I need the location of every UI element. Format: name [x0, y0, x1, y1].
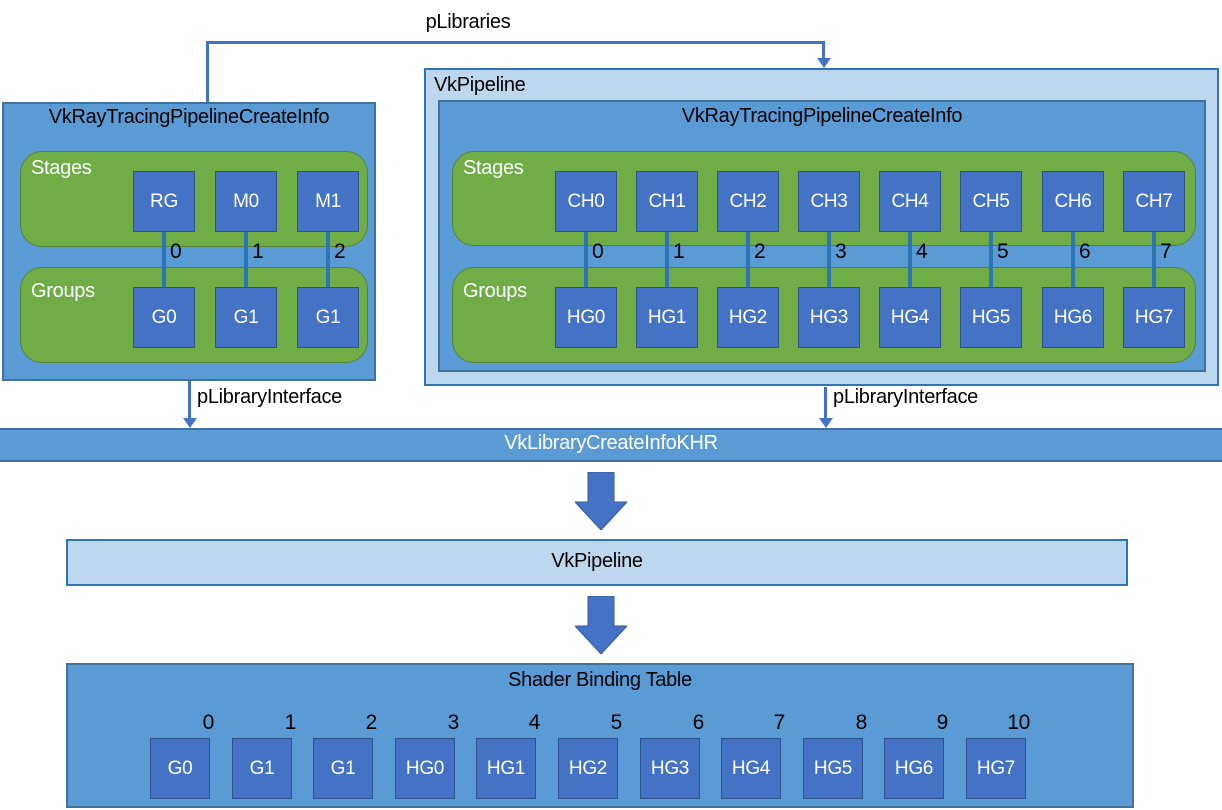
pipeline-stage-group-connector: [827, 229, 831, 290]
pipeline-inner-title: VkRayTracingPipelineCreateInfo: [681, 105, 963, 127]
plibrary-interface-left-label: pLibraryInterface: [197, 386, 342, 408]
down-block-arrow-2-icon: [575, 596, 627, 654]
pipeline-index-label: 7: [1160, 240, 1172, 263]
sbt-index-label: 6: [692, 711, 705, 734]
pipeline-stage-square: CH3: [798, 171, 860, 232]
sbt-entry-square: HG0: [395, 738, 455, 799]
sbt-entry-square: HG5: [803, 738, 863, 799]
pipeline-index-label: 6: [1079, 240, 1091, 263]
library-group-square: G1: [297, 287, 359, 348]
pipeline-stage-group-connector: [1152, 229, 1156, 290]
library-bar: [0, 428, 1222, 462]
library-stage-group-connector: [244, 229, 248, 290]
sbt-index-label: 1: [284, 711, 297, 734]
sbt-entry-square: HG7: [966, 738, 1026, 799]
sbt-index-label: 10: [1007, 711, 1030, 734]
pipeline-stage-square: CH6: [1042, 171, 1104, 232]
pipeline-stage-group-connector: [665, 229, 669, 290]
sbt-entry-square: G1: [232, 738, 292, 799]
sbt-entry-square: G1: [313, 738, 373, 799]
library-stage-group-connector: [162, 229, 166, 290]
pipeline-stage-square: CH4: [879, 171, 941, 232]
sbt-entry-square: HG1: [476, 738, 536, 799]
pipeline-groups-label: Groups: [463, 280, 527, 302]
sbt-index-label: 7: [773, 711, 786, 734]
library-groups-label: Groups: [31, 280, 95, 302]
pipeline-stage-square: CH7: [1123, 171, 1185, 232]
pipeline-index-label: 1: [673, 240, 685, 263]
library-stage-square: RG: [133, 171, 195, 232]
pipeline-index-label: 0: [592, 240, 604, 263]
pipeline-group-square: HG4: [879, 287, 941, 348]
down-block-arrow-1-icon: [575, 472, 627, 530]
pipeline-stage-square: CH1: [636, 171, 698, 232]
pipeline-stages-label: Stages: [463, 157, 524, 179]
library-group-square: G0: [133, 287, 195, 348]
pipeline-group-square: HG0: [555, 287, 617, 348]
pipeline-stage-group-connector: [746, 229, 750, 290]
plibraries-connector-right-vertical: [822, 41, 825, 60]
plibrary-interface-right-label: pLibraryInterface: [833, 386, 978, 408]
sbt-index-label: 4: [528, 711, 541, 734]
plibraries-label: pLibraries: [425, 11, 511, 33]
pipeline-group-square: HG5: [960, 287, 1022, 348]
pipeline-stage-square: CH2: [717, 171, 779, 232]
pipeline-group-square: HG7: [1123, 287, 1185, 348]
sbt-entry-square: G0: [150, 738, 210, 799]
sbt-entry-square: HG2: [558, 738, 618, 799]
library-stages-label: Stages: [31, 157, 92, 179]
sbt-index-label: 0: [202, 711, 215, 734]
pipeline-stage-square: CH5: [960, 171, 1022, 232]
pipeline-stage-group-connector: [908, 229, 912, 290]
pipeline-stage-square: CH0: [555, 171, 617, 232]
sbt-entry-square: HG3: [640, 738, 700, 799]
library-stage-square: M1: [297, 171, 359, 232]
plibrary-interface-left-arrowhead-icon: [183, 418, 197, 428]
plibraries-connector-horizontal: [206, 41, 825, 44]
pipeline-index-label: 5: [997, 240, 1009, 263]
plibraries-arrowhead-icon: [817, 58, 831, 68]
library-stage-square: M0: [215, 171, 277, 232]
library-index-label: 2: [334, 240, 346, 263]
pipeline-outer-label: VkPipeline: [434, 74, 526, 96]
pipeline-stage-group-connector: [584, 229, 588, 290]
sbt-index-label: 8: [855, 711, 868, 734]
pipeline-bar-label: VkPipeline: [551, 550, 643, 572]
library-box-title: VkRayTracingPipelineCreateInfo: [48, 106, 330, 128]
library-index-label: 0: [170, 240, 182, 263]
pipeline-group-square: HG1: [636, 287, 698, 348]
library-group-square: G1: [215, 287, 277, 348]
pipeline-bar: [66, 539, 1128, 586]
pipeline-group-square: HG3: [798, 287, 860, 348]
pipeline-group-square: HG2: [717, 287, 779, 348]
library-stage-group-connector: [326, 229, 330, 290]
pipeline-index-label: 3: [835, 240, 847, 263]
sbt-index-label: 9: [936, 711, 949, 734]
pipeline-index-label: 4: [916, 240, 928, 263]
sbt-title: Shader Binding Table: [508, 669, 692, 691]
pipeline-stage-group-connector: [1071, 229, 1075, 290]
sbt-index-label: 2: [365, 711, 378, 734]
plibrary-interface-left-line: [188, 381, 191, 420]
library-bar-label: VkLibraryCreateInfoKHR: [504, 432, 718, 454]
plibrary-interface-right-arrowhead-icon: [819, 418, 833, 428]
sbt-entry-square: HG4: [721, 738, 781, 799]
plibraries-connector-left-vertical: [206, 41, 209, 103]
pipeline-stage-group-connector: [989, 229, 993, 290]
plibrary-interface-right-line: [824, 387, 827, 420]
sbt-entry-square: HG6: [884, 738, 944, 799]
pipeline-index-label: 2: [754, 240, 766, 263]
pipeline-group-square: HG6: [1042, 287, 1104, 348]
sbt-index-label: 3: [447, 711, 460, 734]
library-index-label: 1: [252, 240, 264, 263]
sbt-index-label: 5: [610, 711, 623, 734]
